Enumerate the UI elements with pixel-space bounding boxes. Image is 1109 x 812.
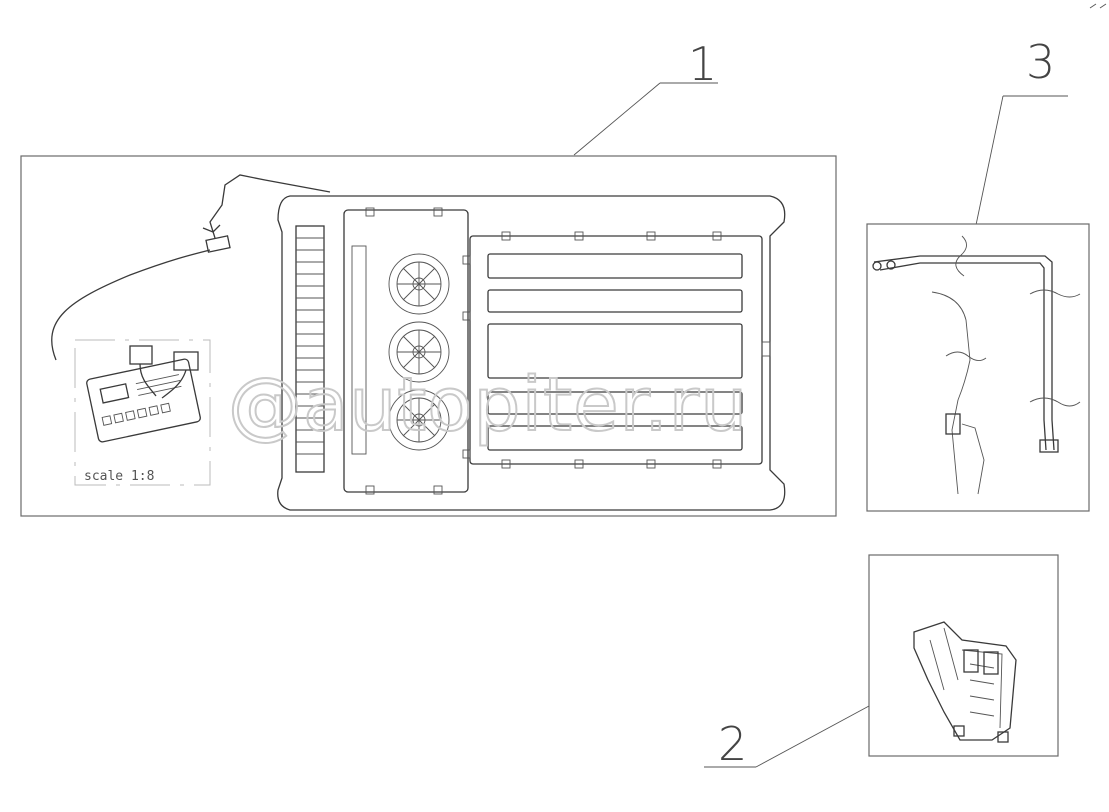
callout-3[interactable]: 3 [975, 35, 1068, 226]
scale-label: scale 1:8 [84, 469, 154, 484]
fan-module [343, 209, 469, 493]
harness-cable [209, 174, 331, 239]
vent-slot-4 [487, 391, 743, 415]
main-panel-frame [20, 155, 837, 517]
control-display [99, 383, 130, 404]
callout-2[interactable]: 2 [704, 705, 870, 771]
connector-plug [205, 235, 231, 253]
vent-slot-1 [487, 253, 743, 279]
watermark: @autopiter.ru [228, 362, 748, 448]
sensor-wire [931, 291, 971, 495]
pipe-upper [873, 255, 1053, 420]
callout-3-label: 3 [1026, 35, 1055, 89]
pipe-lower [879, 262, 1045, 420]
roof-ac-unit [277, 195, 786, 511]
callout-2-label: 2 [718, 717, 747, 771]
vent-slot-5 [487, 425, 743, 451]
relay-module [913, 621, 1017, 743]
electrical-panel [868, 554, 1059, 757]
fan-rail [351, 245, 367, 455]
fan-3 [388, 389, 450, 451]
condenser-coil [295, 225, 325, 473]
pipe-fitting [1039, 439, 1059, 453]
callout-1-label: 1 [688, 37, 717, 91]
main-panel: scale 1:8 [20, 155, 837, 517]
control-cable [51, 249, 211, 361]
control-panel-inset [74, 339, 211, 486]
vent-slot-2 [487, 289, 743, 313]
pipe-panel [866, 223, 1090, 512]
unit-housing [277, 195, 786, 511]
fan-1 [388, 253, 450, 315]
fan-2 [388, 321, 450, 383]
relay-block-1 [129, 345, 153, 365]
corner-mark [1089, 3, 1107, 9]
sensor [945, 413, 961, 435]
vent-slot-3 [487, 323, 743, 379]
callout-1[interactable]: 1 [573, 37, 718, 156]
